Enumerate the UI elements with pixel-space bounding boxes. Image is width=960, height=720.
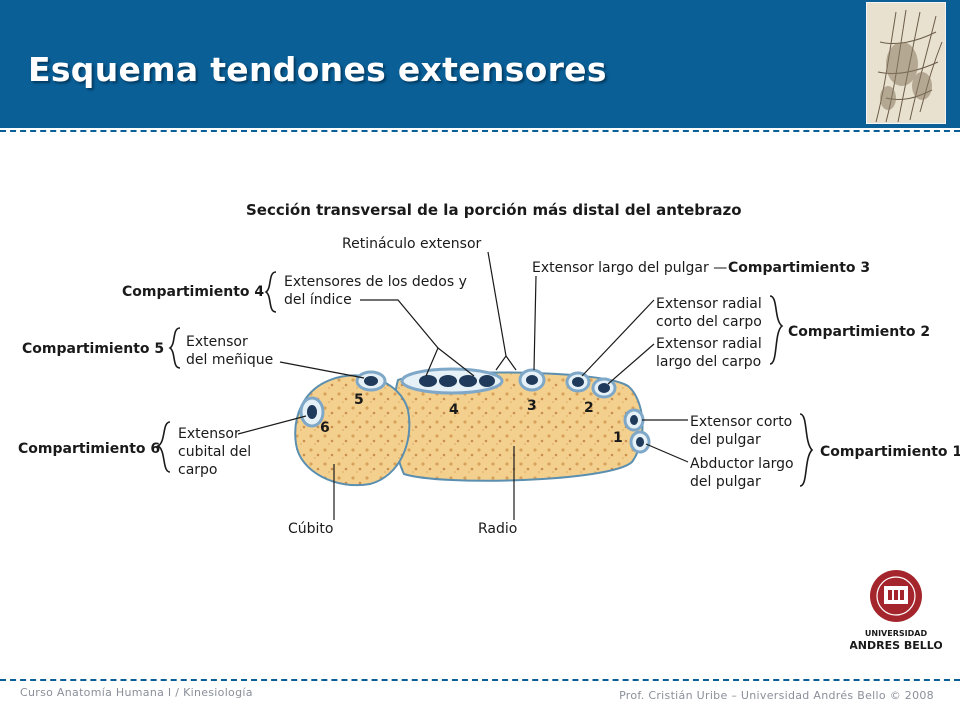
label-ext-rad-largo-2: largo del carpo bbox=[656, 354, 761, 370]
label-comp4: Compartimiento 4 bbox=[122, 284, 264, 300]
number-5: 5 bbox=[354, 392, 364, 408]
label-ext-rad-largo-1: Extensor radial bbox=[656, 336, 762, 352]
header-divider bbox=[0, 130, 960, 132]
footer-credits: Prof. Cristián Uribe – Universidad André… bbox=[619, 689, 934, 702]
brace-comp4 bbox=[264, 271, 277, 313]
ulna-bone bbox=[294, 374, 411, 487]
number-2: 2 bbox=[584, 400, 594, 416]
leader-ext-largo-pulgar bbox=[533, 275, 537, 371]
leader-abductor bbox=[645, 443, 689, 463]
number-6: 6 bbox=[320, 420, 330, 436]
label-ext-dedos-2: del índice bbox=[284, 292, 352, 308]
label-ext-corto-pulgar-2: del pulgar bbox=[690, 432, 761, 448]
anatomy-engraving-image bbox=[866, 2, 946, 124]
label-comp3: Compartimiento 3 bbox=[728, 260, 870, 276]
leader-ext-dedos bbox=[360, 299, 439, 377]
brace-comp2 bbox=[769, 295, 784, 365]
brace-comp1 bbox=[799, 413, 814, 487]
logo-line1: UNIVERSIDAD bbox=[865, 629, 928, 638]
label-abductor-2: del pulgar bbox=[690, 474, 761, 490]
label-retinaculo: Retináculo extensor bbox=[342, 236, 482, 252]
brace-comp6 bbox=[156, 421, 171, 473]
label-ext-menique-1: Extensor bbox=[186, 334, 248, 350]
label-comp5: Compartimiento 5 bbox=[22, 341, 164, 357]
footer-course: Curso Anatomía Humana I / Kinesiología bbox=[20, 686, 253, 699]
leader-ext-menique bbox=[279, 361, 365, 379]
number-3: 3 bbox=[527, 398, 537, 414]
label-ext-corto-pulgar-1: Extensor corto bbox=[690, 414, 792, 430]
number-4: 4 bbox=[449, 402, 459, 418]
label-comp2: Compartimiento 2 bbox=[788, 324, 930, 340]
label-comp6: Compartimiento 6 bbox=[18, 441, 160, 457]
forearm-cross-section-diagram: Sección transversal de la porción más di… bbox=[18, 201, 960, 537]
slide-title: Esquema tendones extensores bbox=[28, 50, 607, 89]
label-ext-menique-2: del meñique bbox=[186, 352, 273, 368]
label-abductor-1: Abductor largo bbox=[690, 456, 794, 472]
label-ext-cubital-2: cubital del bbox=[178, 444, 251, 460]
label-radio: Radio bbox=[478, 521, 517, 537]
label-ext-largo-pulgar: Extensor largo del pulgar — bbox=[532, 260, 727, 276]
label-ext-cubital-3: carpo bbox=[178, 462, 217, 478]
footer-divider bbox=[0, 679, 960, 681]
logo-line2: ANDRES BELLO bbox=[850, 639, 942, 652]
label-cubito: Cúbito bbox=[288, 521, 333, 537]
label-ext-dedos-1: Extensores de los dedos y bbox=[284, 274, 467, 290]
label-ext-cubital-1: Extensor bbox=[178, 426, 240, 442]
brace-comp5 bbox=[168, 327, 181, 369]
leader-ext-rad-largo bbox=[607, 343, 655, 385]
label-comp1: Compartimiento 1 bbox=[820, 444, 960, 460]
number-1: 1 bbox=[613, 430, 623, 446]
label-ext-rad-corto-2: corto del carpo bbox=[656, 314, 762, 330]
diagram-heading: Sección transversal de la porción más di… bbox=[246, 201, 742, 219]
university-logo: UNIVERSIDAD ANDRES BELLO bbox=[850, 566, 942, 654]
label-ext-rad-corto-1: Extensor radial bbox=[656, 296, 762, 312]
leader-ext-rad-corto bbox=[581, 299, 655, 377]
leader-retinaculo bbox=[487, 251, 507, 371]
leader-ext-cubital bbox=[237, 415, 307, 435]
slide-header: Esquema tendones extensores bbox=[0, 0, 960, 128]
